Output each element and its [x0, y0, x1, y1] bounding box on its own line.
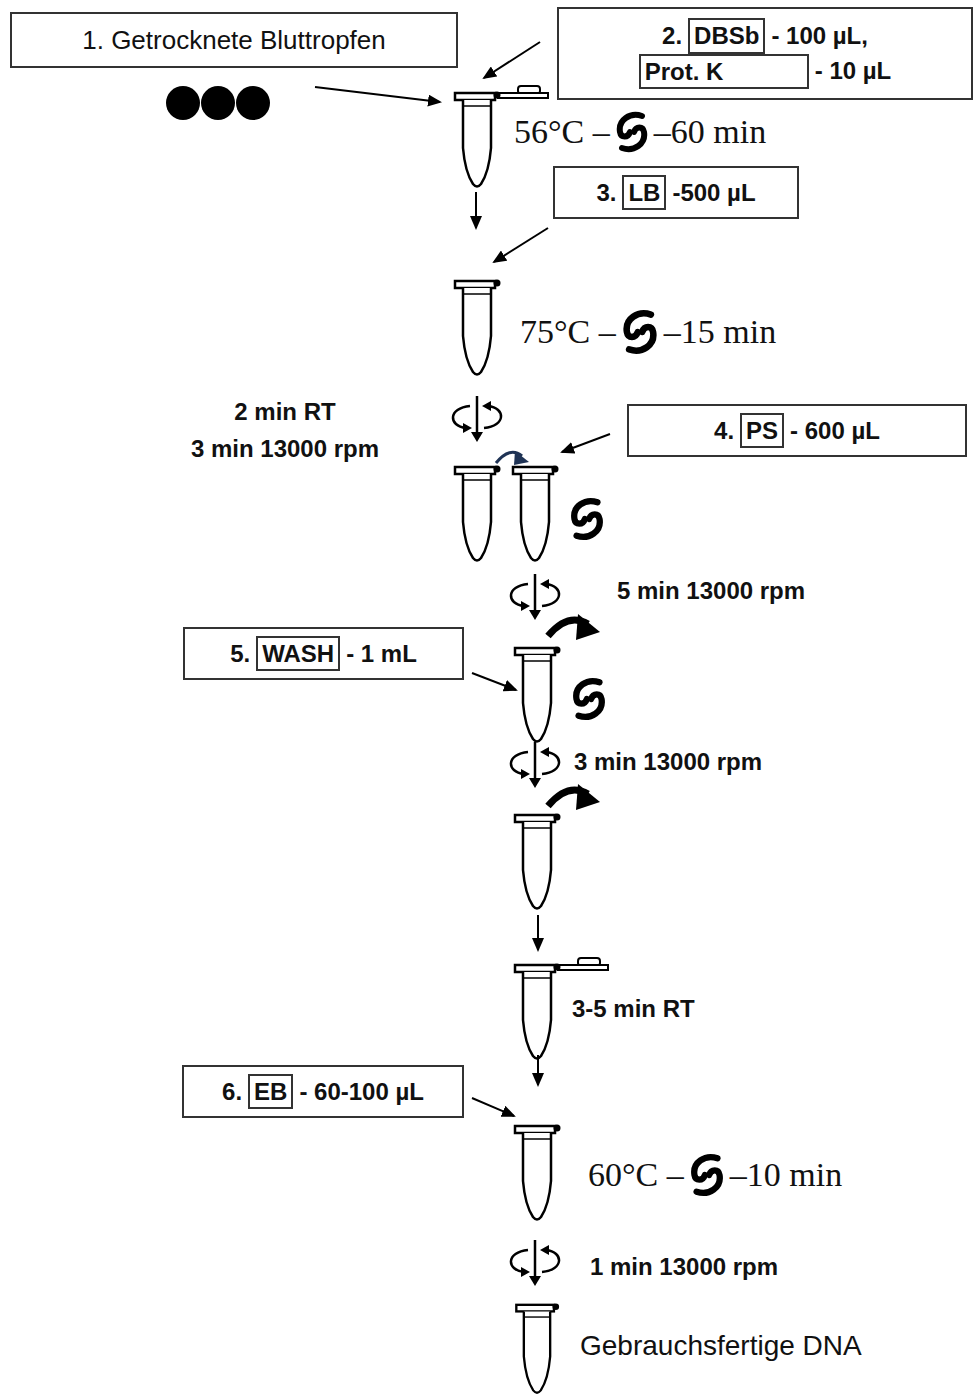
centrifuge-symbol	[511, 1240, 559, 1286]
step-text: 6.	[222, 1078, 242, 1106]
temperature-label: 60°C –	[588, 1156, 684, 1194]
step-text: - 1 mL	[346, 640, 417, 668]
sample-box: 1. Getrocknete Bluttropfen	[10, 12, 458, 68]
blood-spot	[201, 86, 235, 120]
arrow	[537, 915, 539, 950]
arrow	[562, 434, 610, 452]
arrow	[472, 673, 516, 690]
discard-arrow-head	[576, 784, 600, 810]
vortex-symbol	[618, 308, 662, 356]
box-row: 6. - 60-100 µL EB	[222, 1074, 424, 1109]
reagent-abbrev: PS	[746, 415, 778, 446]
step-text: 4.	[714, 417, 734, 445]
centrifuge-symbol	[511, 574, 559, 620]
reagent-abbrev: WASH	[262, 638, 334, 669]
step-text: 3.	[596, 179, 616, 207]
reagent-abbrev-box: Prot. K	[639, 54, 809, 89]
vortex-symbol	[612, 110, 652, 154]
arrow	[494, 228, 548, 262]
box-row: - 10 µL Prot. K	[639, 54, 892, 89]
result-label: Gebrauchsfertige DNA	[580, 1330, 862, 1362]
temperature-time-row: 60°C – –10 min	[588, 1152, 842, 1198]
arrow	[537, 1055, 539, 1085]
step-note: 3 min 13000 rpm	[160, 435, 410, 463]
reagent-abbrev: DBSb	[694, 20, 759, 51]
step-note: 2 min RT	[160, 398, 410, 426]
step-text: - 600 µL	[790, 417, 880, 445]
arrow	[315, 87, 440, 102]
reagent-abbrev-box: PS	[740, 413, 784, 448]
reagent-abbrev: LB	[628, 177, 660, 208]
reagent-abbrev: EB	[254, 1076, 287, 1107]
step-text: -500 µL	[672, 179, 755, 207]
discard-arrow-head	[576, 614, 600, 640]
centrifuge-symbol	[511, 742, 559, 788]
centrifuge-note: 5 min 13000 rpm	[617, 577, 805, 605]
step-text: - 10 µL	[815, 57, 892, 85]
reagent-box: 4. - 600 µL PS	[627, 404, 967, 457]
tube	[515, 1125, 561, 1220]
arrow	[472, 1098, 514, 1116]
vortex-symbol	[574, 501, 600, 537]
centrifuge-symbol	[453, 396, 501, 442]
arrow	[484, 42, 540, 78]
reagent-abbrev-box: DBSb	[688, 18, 765, 53]
step-text: 1. Getrocknete Bluttropfen	[82, 25, 386, 56]
reagent-abbrev: Prot. K	[645, 56, 724, 87]
box-row: 4. - 600 µL PS	[714, 413, 880, 448]
box-row: 1. Getrocknete Bluttropfen	[82, 25, 386, 56]
blood-spot	[166, 86, 200, 120]
blood-spot	[236, 86, 270, 120]
reagent-box: 3. -500 µL LB	[553, 166, 799, 219]
reagent-abbrev-box: LB	[622, 175, 666, 210]
reagent-box: 2. - 100 µL, DBSb - 10 µL Prot. K	[557, 7, 973, 100]
time-label: –60 min	[654, 113, 766, 151]
temperature-time-row: 56°C – –60 min	[514, 110, 766, 154]
reagent-box: 6. - 60-100 µL EB	[182, 1065, 464, 1118]
tube	[516, 1303, 559, 1392]
step-text: - 60-100 µL	[299, 1078, 424, 1106]
time-label: –15 min	[664, 313, 776, 351]
reagent-box: 5. - 1 mL WASH	[183, 627, 464, 680]
centrifuge-note: 2 min RT 3 min 13000 rpm	[160, 398, 410, 463]
vortex-symbol	[686, 1152, 728, 1198]
reagent-abbrev-box: EB	[248, 1074, 293, 1109]
step-note: 3-5 min RT	[572, 995, 695, 1023]
vortex-symbol	[576, 681, 602, 717]
tube	[513, 466, 559, 561]
temperature-label: 75°C –	[520, 313, 616, 351]
reagent-abbrev-box: WASH	[256, 636, 340, 671]
box-row: 2. - 100 µL, DBSb	[662, 18, 868, 53]
tube	[455, 466, 501, 561]
centrifuge-note: 3 min 13000 rpm	[574, 748, 762, 776]
step-text: 2.	[662, 22, 682, 50]
step-text: 5.	[230, 640, 250, 668]
step-text: - 100 µL,	[771, 22, 868, 50]
tube	[455, 280, 501, 375]
time-label: –10 min	[730, 1156, 842, 1194]
box-row: 5. - 1 mL WASH	[230, 636, 417, 671]
tube	[515, 647, 561, 742]
arrow	[475, 192, 477, 228]
transfer-arrow-head	[514, 451, 529, 465]
box-row: 3. -500 µL LB	[596, 175, 755, 210]
tube	[515, 814, 561, 909]
temperature-label: 56°C –	[514, 113, 610, 151]
temperature-time-row: 75°C – –15 min	[520, 308, 776, 356]
centrifuge-note: 1 min 13000 rpm	[590, 1253, 778, 1281]
